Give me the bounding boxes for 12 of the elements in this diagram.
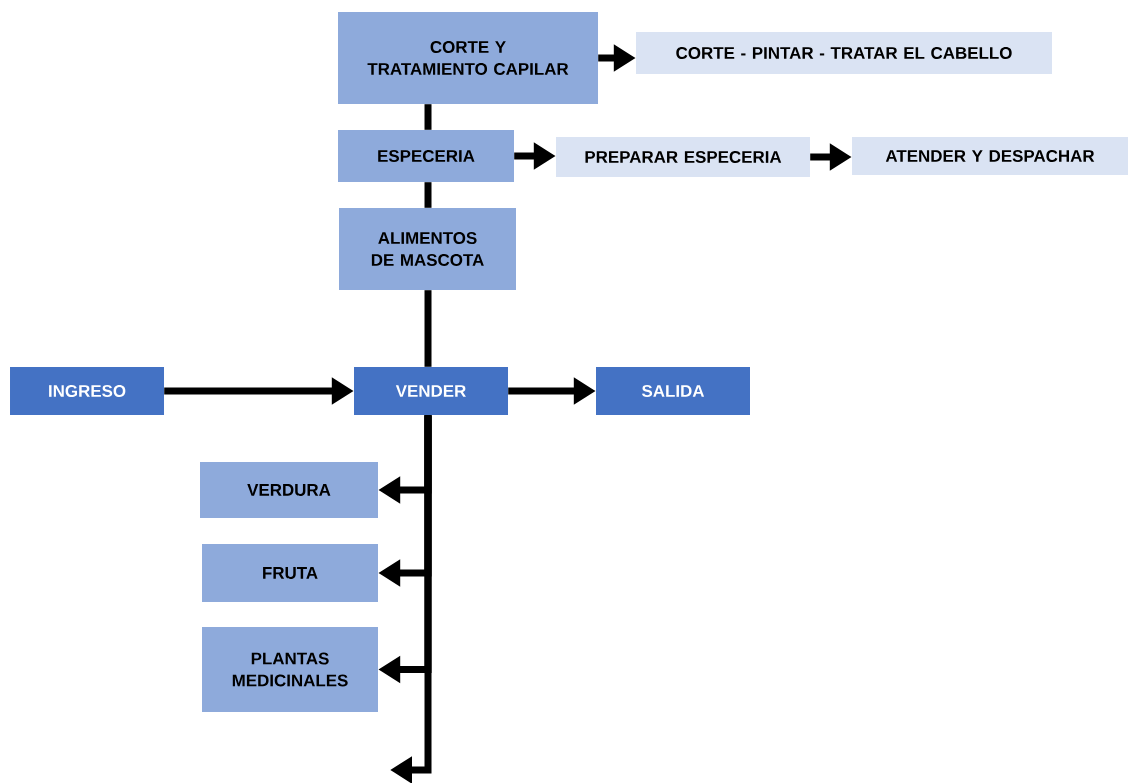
process-box: CORTE Y TRATAMIENTO CAPILAR [338, 12, 598, 104]
process-box: VERDURA [200, 462, 378, 518]
process-box: ATENDER Y DESPACHAR [852, 137, 1128, 175]
process-box: SALIDA [596, 367, 750, 415]
process-box: PREPARAR ESPECERIA [556, 137, 810, 177]
process-box: VENDER [354, 367, 508, 415]
process-box: FRUTA [202, 544, 378, 602]
process-box: PLANTAS MEDICINALES [202, 627, 378, 712]
process-box: ESPECERIA [338, 130, 514, 182]
process-box: INGRESO [10, 367, 164, 415]
process-box: ALIMENTOS DE MASCOTA [339, 208, 516, 290]
process-box: CORTE - PINTAR - TRATAR EL CABELLO [636, 32, 1052, 74]
